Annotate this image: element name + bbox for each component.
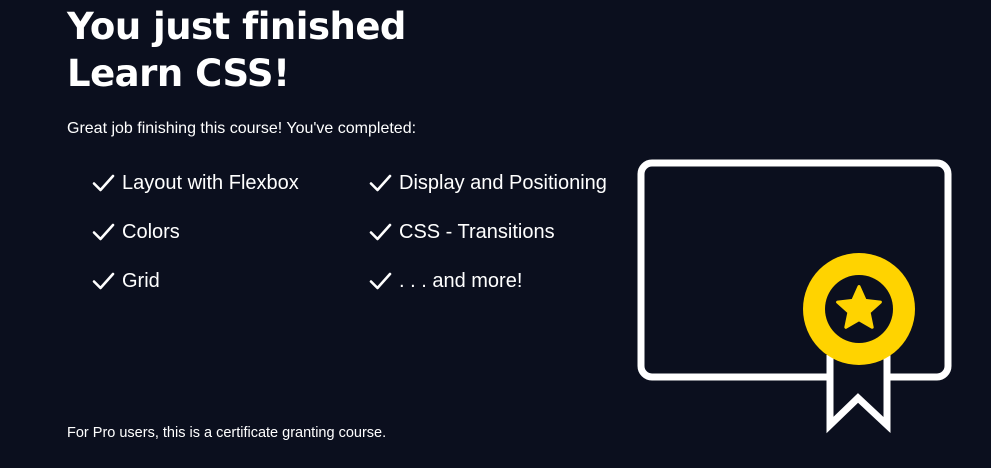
checkmark-icon [369, 271, 392, 291]
checkmark-icon [369, 173, 392, 193]
certificate-badge-icon [632, 155, 962, 435]
page-title-line-2: Learn CSS! [67, 52, 290, 95]
completed-topic-label: Display and Positioning [399, 172, 607, 194]
completed-topic-label: Grid [122, 270, 160, 292]
certificate-note: For Pro users, this is a certificate gra… [67, 425, 387, 441]
completed-topic-item: Grid [92, 266, 369, 296]
completed-topic-item: Layout with Flexbox [92, 168, 369, 198]
completion-intro: Great job finishing this course! You've … [67, 120, 417, 137]
completed-topics-list: Layout with Flexbox Display and Position… [92, 168, 632, 315]
page-title: You just finished Learn CSS! [67, 3, 406, 97]
checkmark-icon [369, 222, 392, 242]
completed-topic-label: CSS - Transitions [399, 221, 555, 243]
completed-topic-item: . . . and more! [369, 266, 632, 296]
checkmark-icon [92, 173, 115, 193]
completed-topic-label: . . . and more! [399, 270, 523, 292]
completed-topic-item: CSS - Transitions [369, 217, 632, 247]
checkmark-icon [92, 271, 115, 291]
completed-topic-item: Display and Positioning [369, 168, 632, 198]
checkmark-icon [92, 222, 115, 242]
completed-topic-item: Colors [92, 217, 369, 247]
completed-topic-label: Colors [122, 221, 180, 243]
completed-topic-label: Layout with Flexbox [122, 172, 299, 194]
page-title-line-1: You just finished [67, 5, 406, 48]
